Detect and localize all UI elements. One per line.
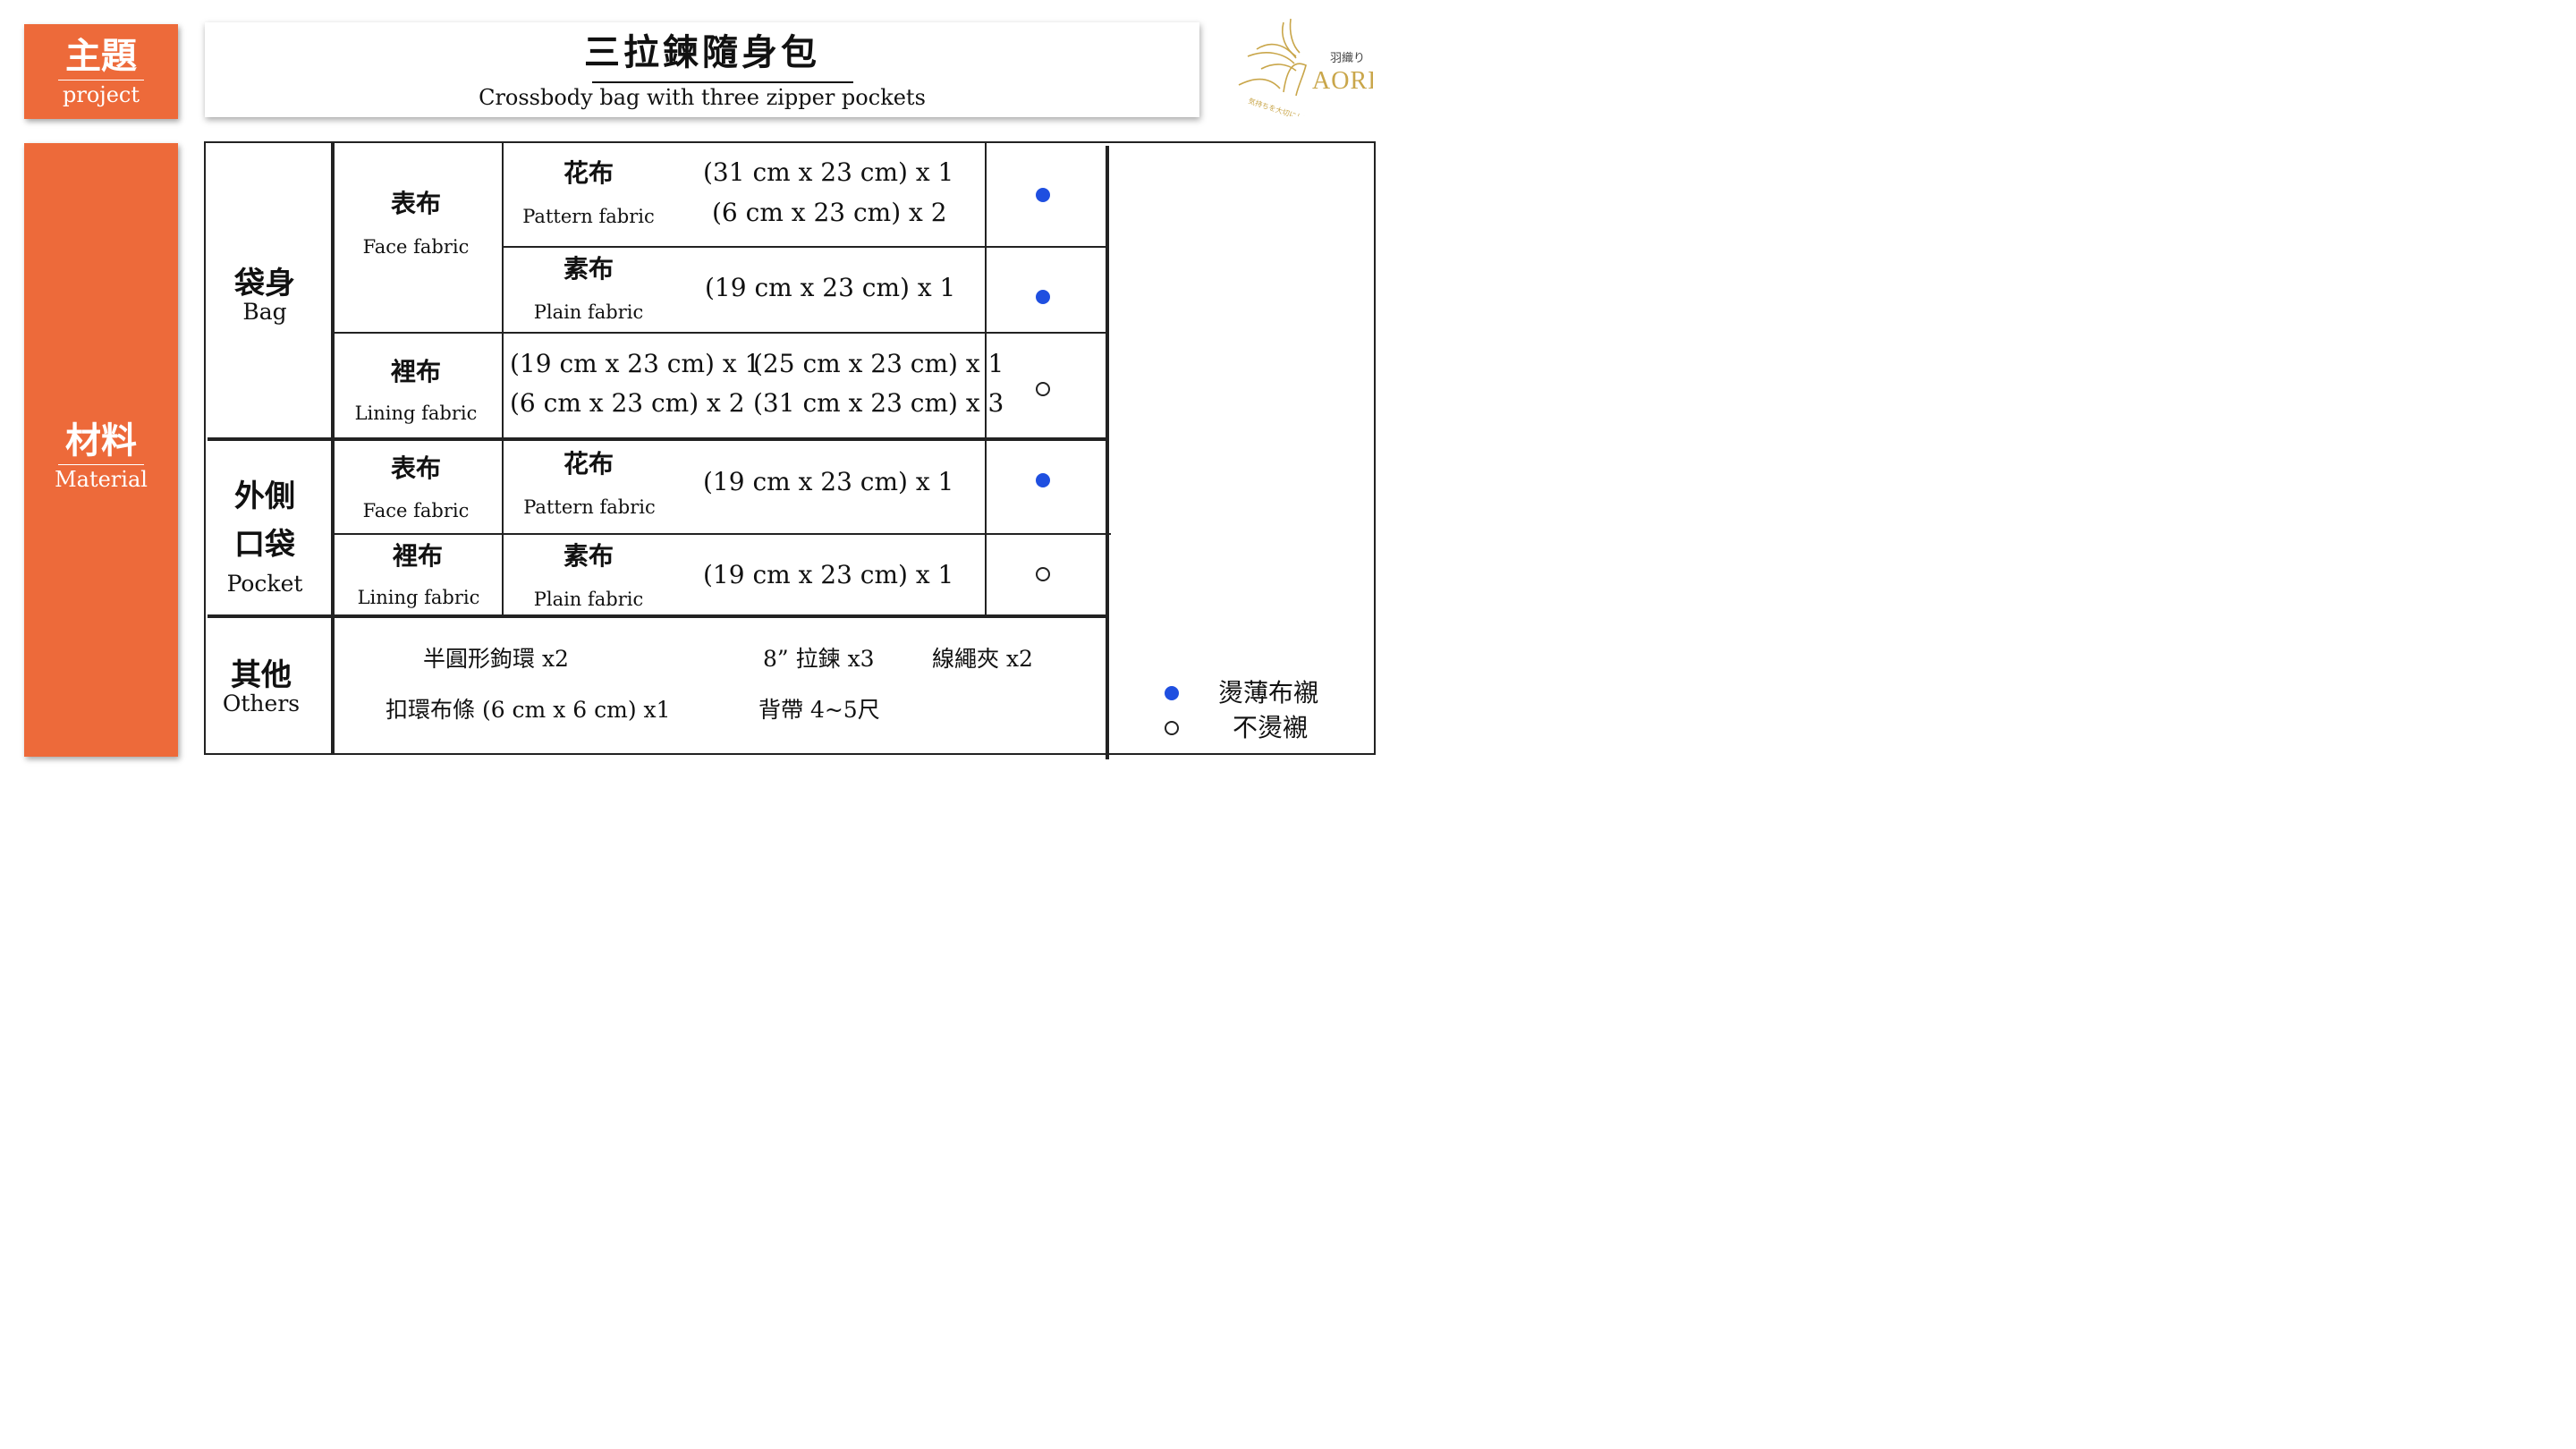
vline-col2 bbox=[502, 141, 504, 617]
materials-table bbox=[204, 141, 1376, 755]
bag-label-en: Bag bbox=[242, 299, 287, 325]
hline-bag-lining bbox=[333, 332, 1107, 334]
hline-bag-face-split bbox=[504, 246, 1107, 248]
not-fused-circle-icon bbox=[1036, 567, 1050, 581]
bag-lining-en: Lining fabric bbox=[354, 402, 478, 424]
page-subtitle: Crossbody bag with three zipper pockets bbox=[479, 85, 926, 110]
bag-label-zh: 袋身 bbox=[234, 266, 295, 301]
material-label-zh: 材料 bbox=[65, 419, 137, 462]
fused-dot-icon bbox=[1036, 290, 1050, 304]
bag-lining-dims-2: (25 cm x 23 cm) x 1 bbox=[753, 349, 1004, 378]
bag-pattern-zh: 花布 bbox=[563, 158, 614, 188]
vline-col3 bbox=[985, 141, 987, 617]
legend-not-fused-circle-icon bbox=[1165, 721, 1179, 735]
pocket-plain-en: Plain fabric bbox=[533, 589, 644, 610]
pocket-pattern-zh: 花布 bbox=[563, 449, 614, 479]
fused-dot-icon bbox=[1036, 188, 1050, 202]
brand-logo: 羽織り AORI 気持ちを大切にしているあなたに bbox=[1221, 13, 1376, 138]
vline-col1 bbox=[331, 141, 335, 755]
others-label-zh: 其他 bbox=[231, 657, 292, 693]
others-item-hooks: 半圓形鉤環 x2 bbox=[423, 646, 569, 672]
bag-lining-dims-4: (31 cm x 23 cm) x 3 bbox=[753, 388, 1004, 418]
bag-face-en: Face fabric bbox=[362, 236, 470, 258]
legend-not-fused-label: 不燙襯 bbox=[1233, 713, 1309, 742]
bag-plain-dims: (19 cm x 23 cm) x 1 bbox=[705, 273, 956, 302]
project-label-en: project bbox=[62, 82, 140, 107]
material-label-en: Material bbox=[55, 467, 148, 492]
others-item-zippers: 8” 拉鍊 x3 bbox=[763, 646, 875, 672]
fused-dot-icon bbox=[1036, 473, 1050, 487]
pocket-lining-zh: 裡布 bbox=[392, 541, 444, 571]
pocket-pattern-en: Pattern fabric bbox=[523, 496, 656, 518]
pocket-face-zh: 表布 bbox=[390, 453, 442, 483]
hline-pocket-others bbox=[208, 614, 1107, 618]
bag-pattern-dims-1: (31 cm x 23 cm) x 1 bbox=[703, 157, 954, 187]
project-label-block: 主題 project bbox=[24, 24, 178, 119]
pocket-lining-dims: (19 cm x 23 cm) x 1 bbox=[703, 560, 954, 589]
bag-lining-dims-3: (6 cm x 23 cm) x 2 bbox=[510, 388, 745, 418]
vline-col4 bbox=[1106, 146, 1109, 759]
others-item-strap: 背帶 4~5尺 bbox=[758, 697, 880, 723]
pocket-plain-zh: 素布 bbox=[563, 541, 614, 571]
others-label-en: Others bbox=[222, 691, 301, 716]
bag-plain-en: Plain fabric bbox=[533, 301, 644, 323]
bag-pattern-dims-2: (6 cm x 23 cm) x 2 bbox=[712, 198, 947, 227]
logo-brand: AORI bbox=[1312, 67, 1373, 95]
project-label-zh: 主題 bbox=[65, 35, 137, 77]
legend-fused-label: 燙薄布襯 bbox=[1218, 678, 1319, 708]
hline-bag-pocket bbox=[208, 437, 1107, 441]
logo-wing-icon: 羽織り AORI 気持ちを大切にしているあなたに bbox=[1238, 18, 1376, 138]
logo-jp: 羽織り bbox=[1330, 51, 1365, 64]
pocket-face-dims: (19 cm x 23 cm) x 1 bbox=[703, 467, 954, 496]
bag-pattern-en: Pattern fabric bbox=[522, 206, 655, 227]
pocket-face-en: Face fabric bbox=[362, 500, 470, 521]
bag-lining-dims-1: (19 cm x 23 cm) x 1 bbox=[510, 349, 761, 378]
title-box: 三拉鍊隨身包 Crossbody bag with three zipper p… bbox=[205, 22, 1199, 117]
title-underline bbox=[592, 81, 853, 83]
pocket-label-zh1: 外側 bbox=[234, 479, 295, 514]
legend-fused-dot-icon bbox=[1165, 686, 1179, 700]
logo-tagline: 気持ちを大切にしているあなたに bbox=[1247, 96, 1352, 116]
pocket-label-zh2: 口袋 bbox=[234, 527, 295, 563]
not-fused-circle-icon bbox=[1036, 382, 1050, 396]
bag-plain-zh: 素布 bbox=[563, 254, 614, 284]
material-label-block: 材料 Material bbox=[24, 143, 178, 757]
divider bbox=[58, 464, 144, 465]
bag-face-zh: 表布 bbox=[390, 189, 442, 218]
pocket-label-en: Pocket bbox=[226, 571, 303, 597]
others-item-loop-strip: 扣環布條 (6 cm x 6 cm) x1 bbox=[386, 697, 671, 723]
page-title: 三拉鍊隨身包 bbox=[584, 31, 820, 73]
pocket-lining-en: Lining fabric bbox=[357, 587, 480, 608]
hline-pocket-split bbox=[333, 533, 1111, 535]
bag-lining-zh: 裡布 bbox=[390, 357, 442, 386]
others-item-cord-clips: 線繩夾 x2 bbox=[932, 646, 1033, 672]
